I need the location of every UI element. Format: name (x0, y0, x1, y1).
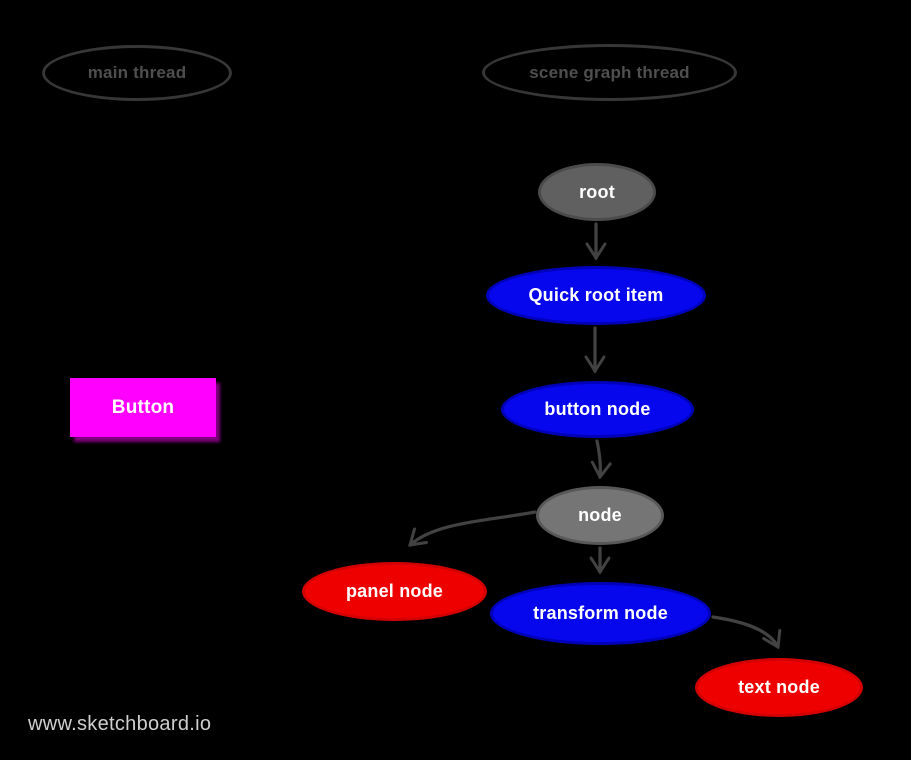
lane-main-thread[interactable]: main thread (42, 45, 232, 101)
edge-button-node-to-node[interactable] (597, 439, 600, 477)
node-node-label: node (578, 505, 622, 525)
node-node[interactable]: node (536, 486, 664, 545)
node-button-node-label: button node (544, 399, 651, 419)
node-root[interactable]: root (538, 163, 656, 221)
node-text-node-label: text node (738, 677, 820, 697)
node-transform-node[interactable]: transform node (490, 582, 711, 645)
node-quick-root-item[interactable]: Quick root item (486, 266, 706, 325)
button-shape-label: Button (111, 396, 175, 418)
node-quick-root-item-label: Quick root item (528, 285, 664, 305)
node-panel-node[interactable]: panel node (302, 562, 487, 621)
lane-scene-graph-thread-label: scene graph thread (529, 62, 690, 82)
node-button-node[interactable]: button node (501, 381, 694, 438)
node-text-node[interactable]: text node (695, 658, 863, 717)
node-panel-node-label: panel node (345, 581, 443, 601)
edge-node-to-panel-node[interactable] (410, 510, 537, 545)
button-shape[interactable]: Button (70, 378, 216, 437)
lane-scene-graph-thread[interactable]: scene graph thread (482, 44, 737, 101)
node-transform-node-label: transform node (533, 603, 668, 623)
edge-transform-node-to-text-node[interactable] (711, 615, 778, 647)
node-root-label: root (579, 181, 615, 202)
lane-main-thread-label: main thread (87, 63, 187, 82)
sketchboard-watermark: www.sketchboard.io (28, 713, 212, 735)
